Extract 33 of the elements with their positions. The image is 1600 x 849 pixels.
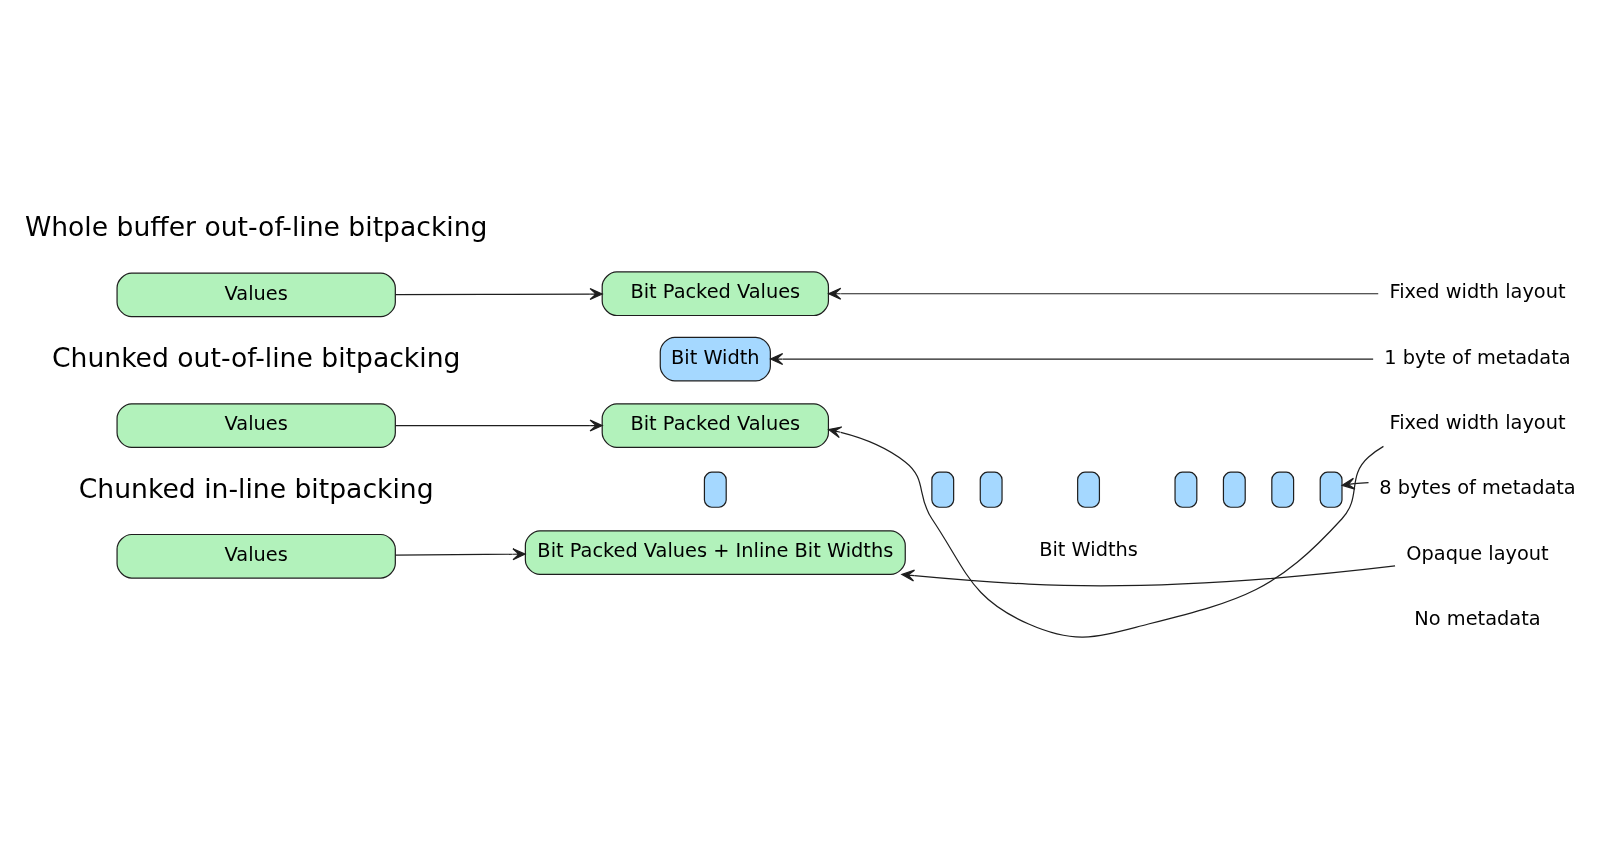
arrow [1341,477,1370,490]
node-box: Bit Packed Values [601,402,830,448]
node-box [1222,471,1246,508]
node-text: Opaque layout [1406,541,1549,565]
arrow [394,287,603,300]
node-box [979,471,1003,508]
arrow [769,352,1374,365]
node-text: Fixed width layout [1389,410,1566,434]
node-text: Fixed width layout [1389,279,1566,303]
node-text: 1 byte of metadata [1384,345,1571,369]
node-text: 8 bytes of metadata [1379,475,1576,499]
label: Chunked out-of-line bitpacking [51,341,461,373]
node-box [1174,471,1198,508]
label: Whole buffer out-of-line bitpacking [24,210,488,242]
arrow [394,419,603,432]
node-box: Bit Packed Values [601,270,830,316]
node-box: Values [116,402,396,448]
label: No metadata [1414,606,1541,630]
label: Bit Widths [1039,537,1138,561]
node-box [1271,471,1295,508]
node-box: Bit Width [659,336,771,381]
node-box [931,471,955,508]
node-box [1319,471,1343,508]
node-box [1077,471,1101,508]
node-box: Values [116,533,396,579]
arrow [901,564,1396,586]
arrow [828,287,1379,300]
arrow [394,547,526,560]
node-box [703,471,727,508]
node-box: Values [116,272,396,317]
arrow [828,425,1385,638]
node-box: Bit Packed Values + Inline Bit Widths [524,529,906,575]
label: Chunked in-line bitpacking [78,472,434,504]
